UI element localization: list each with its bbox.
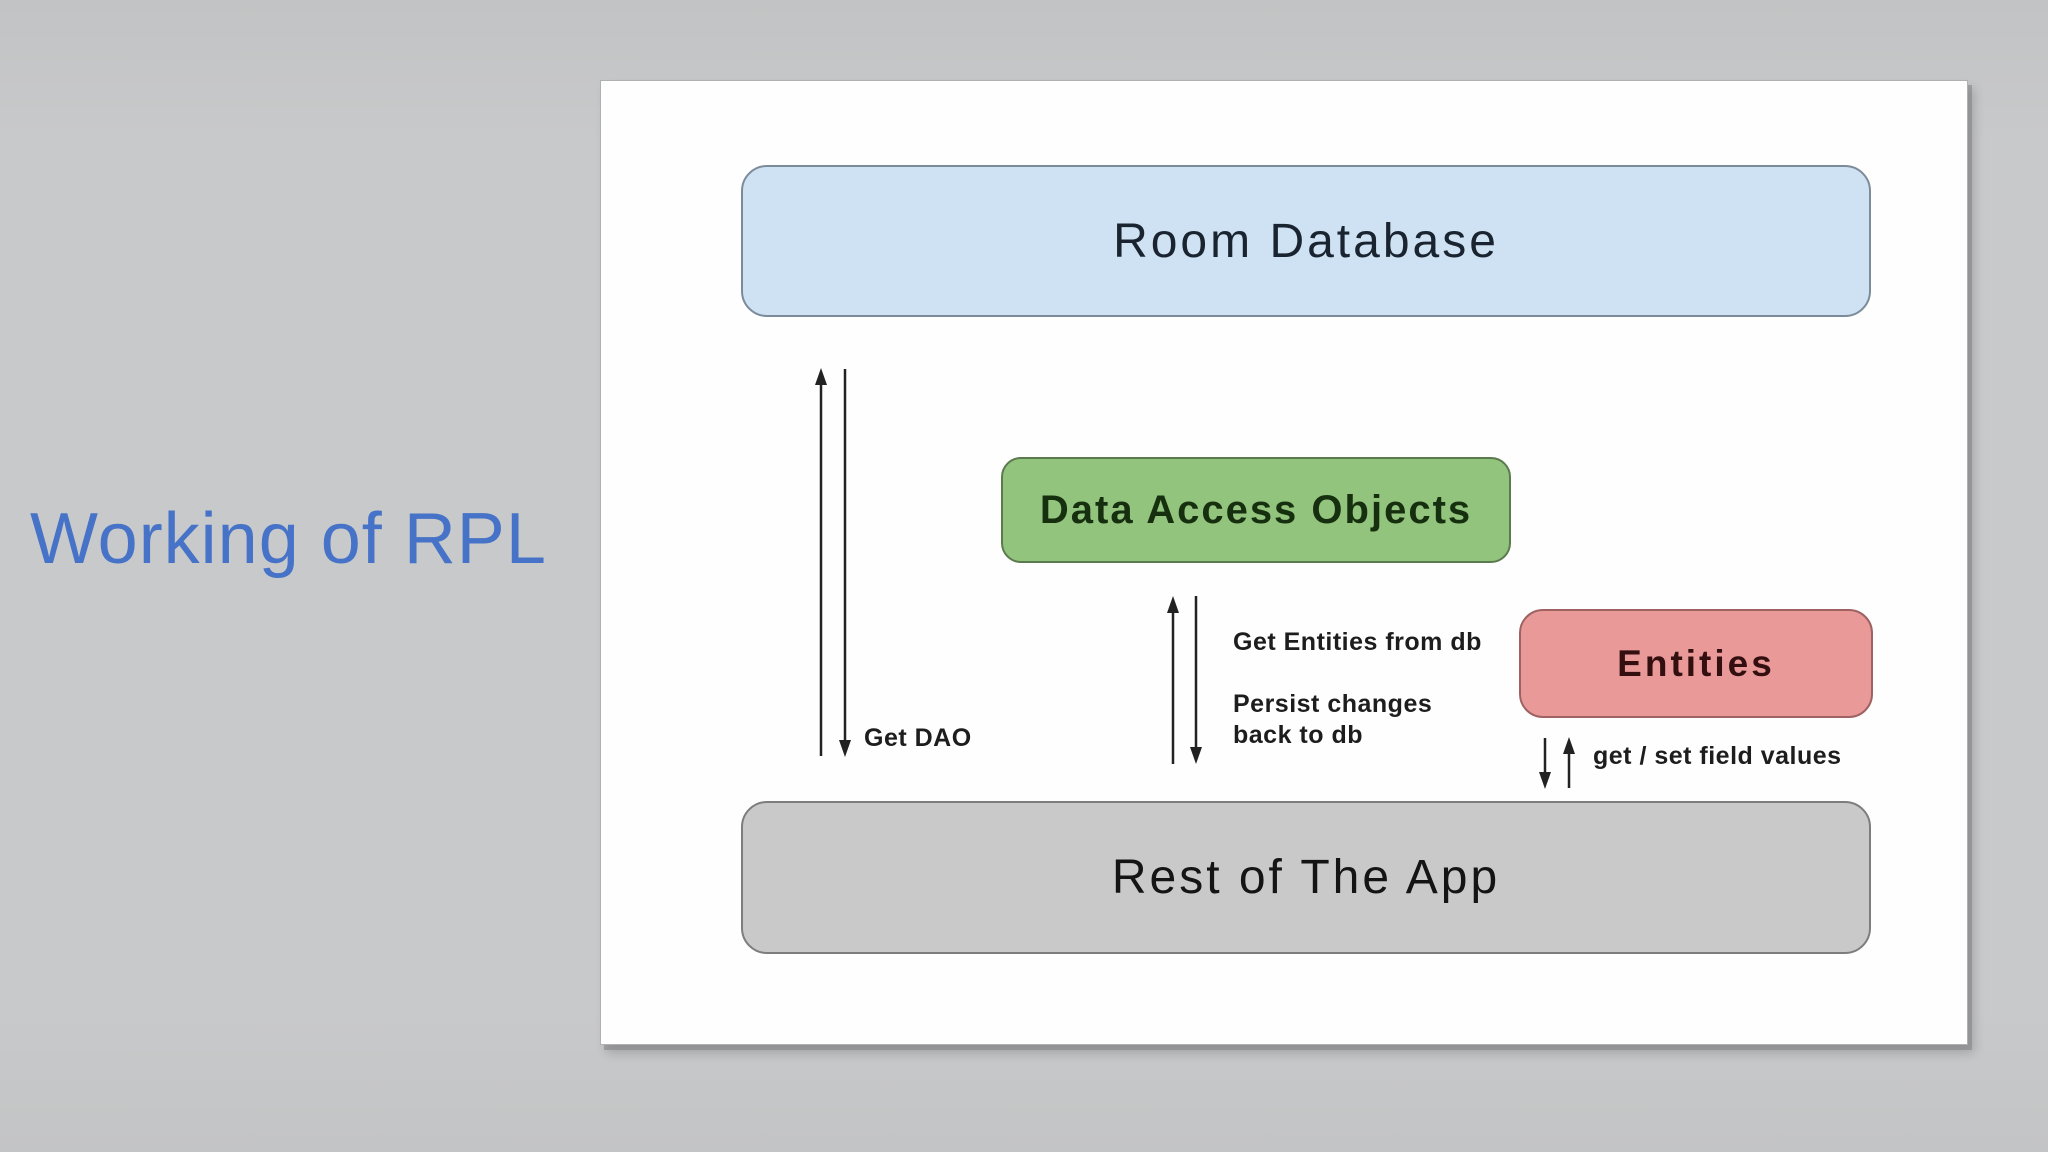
dao-up-arrow — [1167, 596, 1179, 764]
data-access-objects-label: Data Access Objects — [1039, 487, 1473, 532]
room-database-label: Room Database — [1113, 214, 1499, 268]
dao-down-arrow — [1190, 596, 1202, 764]
entities-down-arrow — [1539, 738, 1551, 789]
get-set-field-values-label: get / set field values — [1593, 742, 1842, 770]
rest-of-app-label: Rest of The App — [1111, 851, 1501, 904]
slide-title: Working of RPL — [30, 499, 547, 579]
diagram-panel: Room Database Data Access Objects Entiti… — [600, 80, 1968, 1045]
rest-of-app-box: Rest of The App — [741, 801, 1871, 954]
get-entities-from-db-label: Get Entities from db — [1233, 628, 1482, 656]
data-access-objects-box: Data Access Objects — [1001, 457, 1511, 563]
get-dao-label: Get DAO — [864, 724, 972, 752]
get-dao-up-arrow — [815, 368, 827, 756]
entities-label: Entities — [1617, 642, 1775, 684]
entities-box: Entities — [1519, 609, 1873, 718]
entities-up-arrow — [1563, 737, 1575, 788]
room-database-box: Room Database — [741, 165, 1871, 317]
persist-changes-label: Persist changes back to db — [1233, 690, 1433, 750]
get-dao-down-arrow — [839, 369, 851, 757]
